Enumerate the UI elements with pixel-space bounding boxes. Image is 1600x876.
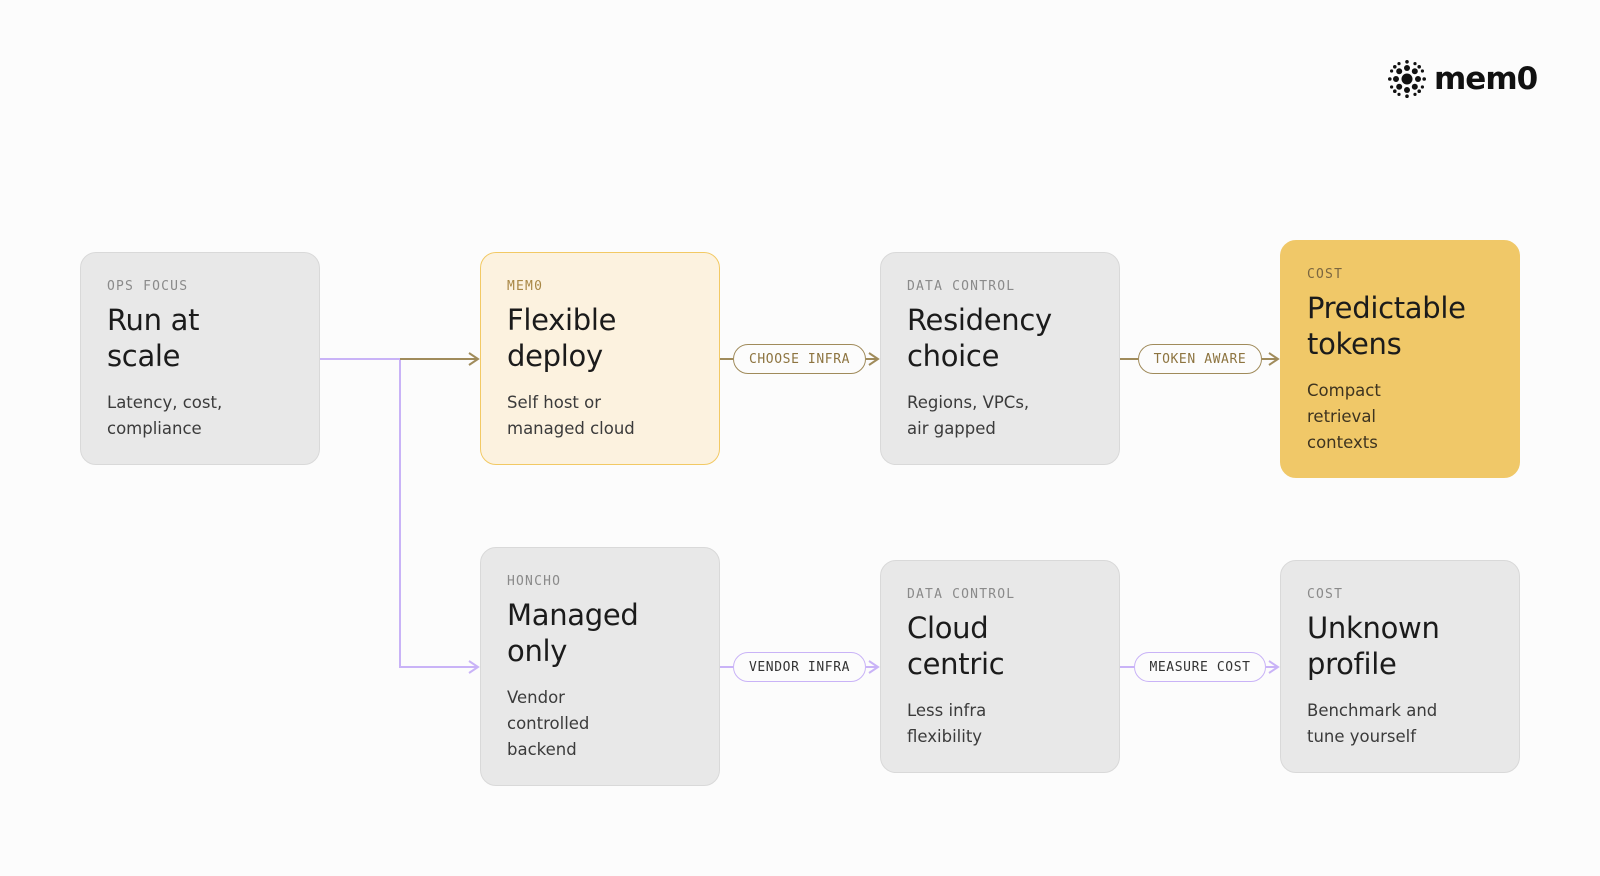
node-title: Managed only [507,598,639,668]
node-eyebrow: DATA CONTROL [907,587,1016,602]
node-title: Run at scale [107,303,200,373]
node-description: Benchmark and tune yourself [1307,701,1438,746]
node-eyebrow: DATA CONTROL [907,279,1016,294]
node-eyebrow: COST [1307,267,1344,282]
edge-label-token-aware: TOKEN AWARE [1138,344,1262,374]
node-honcho: HONCHO Managed only Vendor controlled ba… [480,547,720,786]
node-title: Cloud centric [907,611,1005,681]
node-description: Less infra flexibility [907,701,987,746]
edge-label-measure-cost: MEASURE COST [1134,652,1266,682]
node-description: Vendor controlled backend [507,688,590,759]
edge-label-choose-infra: CHOOSE INFRA [733,344,866,374]
node-unknown-profile: COST Unknown profile Benchmark and tune … [1280,560,1520,773]
node-eyebrow: OPS FOCUS [107,279,189,294]
node-ops-focus: OPS FOCUS Run at scale Latency, cost, co… [80,252,320,465]
node-title: Residency choice [907,303,1052,373]
node-title: Flexible deploy [507,303,617,373]
node-cloud-centric: DATA CONTROL Cloud centric Less infra fl… [880,560,1120,773]
node-eyebrow: MEM0 [507,279,544,294]
wire-ops-to-honcho [320,358,480,674]
brand-wordmark: mem0 [1434,61,1538,97]
edge-label-vendor-infra: VENDOR INFRA [733,652,866,682]
node-description: Regions, VPCs, air gapped [907,393,1030,438]
node-eyebrow: HONCHO [507,574,562,589]
node-description: Compact retrieval contexts [1307,381,1381,452]
node-residency-choice: DATA CONTROL Residency choice Regions, V… [880,252,1120,465]
node-description: Latency, cost, compliance [107,393,223,438]
node-title: Unknown profile [1307,611,1440,681]
node-description: Self host or managed cloud [507,393,635,438]
node-mem0: MEM0 Flexible deploy Self host or manage… [480,252,720,465]
mem0-logo-icon [1388,60,1426,98]
node-eyebrow: COST [1307,587,1344,602]
node-predictable-tokens: COST Predictable tokens Compact retrieva… [1280,240,1520,478]
node-title: Predictable tokens [1307,291,1466,361]
brand-logo: mem0 [1388,58,1538,100]
